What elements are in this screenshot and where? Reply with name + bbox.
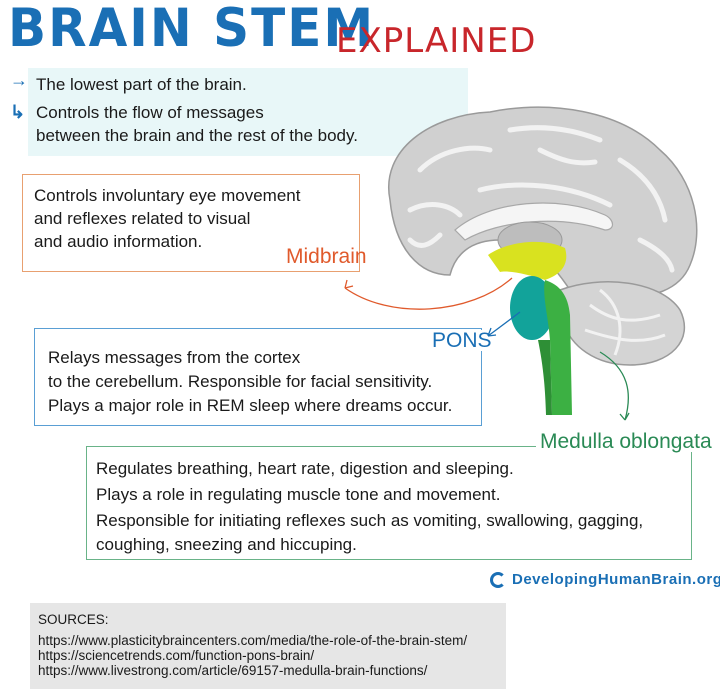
arrow-right-icon: → <box>10 70 28 90</box>
pons-label: PONS <box>428 330 496 351</box>
brain-illustration <box>388 106 698 415</box>
pons-pointer-arrow <box>487 311 521 337</box>
medulla-label: Medulla oblongata <box>536 431 716 452</box>
pons-text-1: Relays messages from the cortex <box>48 348 301 367</box>
medulla-text-3: Responsible for initiating reflexes such… <box>96 511 644 530</box>
midbrain-panel <box>22 174 360 272</box>
intro-line-1: The lowest part of the brain. <box>36 75 247 94</box>
medulla-panel <box>86 446 692 560</box>
intro-line-2b: between the brain and the rest of the bo… <box>36 126 358 145</box>
site-logo-icon <box>490 572 506 588</box>
source-link[interactable]: https://www.livestrong.com/article/69157… <box>38 663 428 678</box>
page-subtitle: EXPLAINED <box>336 21 537 61</box>
site-credit: DevelopingHumanBrain.org <box>512 571 720 588</box>
medulla-text-2: Plays a role in regulating muscle tone a… <box>96 485 501 504</box>
medulla-text-1: Regulates breathing, heart rate, digesti… <box>96 459 514 478</box>
sources-heading: SOURCES: <box>38 612 109 627</box>
source-link[interactable]: https://sciencetrends.com/function-pons-… <box>38 648 315 663</box>
pons-panel <box>34 328 482 426</box>
intro-panel <box>28 68 468 156</box>
pons-text-3: Plays a major role in REM sleep where dr… <box>48 396 453 415</box>
sources-panel <box>30 603 506 689</box>
midbrain-text-3: and audio information. <box>34 232 203 251</box>
midbrain-pointer-arrow <box>344 277 513 310</box>
midbrain-text-1: Controls involuntary eye movement <box>34 186 301 205</box>
medulla-pointer-arrow <box>599 351 630 421</box>
page-title: BRAIN STEM <box>8 0 376 59</box>
medulla-text-4: coughing, sneezing and hiccuping. <box>96 535 357 554</box>
midbrain-label: Midbrain <box>286 245 367 268</box>
arrow-right-icon: ↳ <box>10 102 26 122</box>
source-link[interactable]: https://www.plasticitybraincenters.com/m… <box>38 633 468 648</box>
intro-line-2a: Controls the flow of messages <box>36 103 264 122</box>
pons-text-2: to the cerebellum. Responsible for facia… <box>48 372 433 391</box>
midbrain-text-2: and reflexes related to visual <box>34 209 251 228</box>
